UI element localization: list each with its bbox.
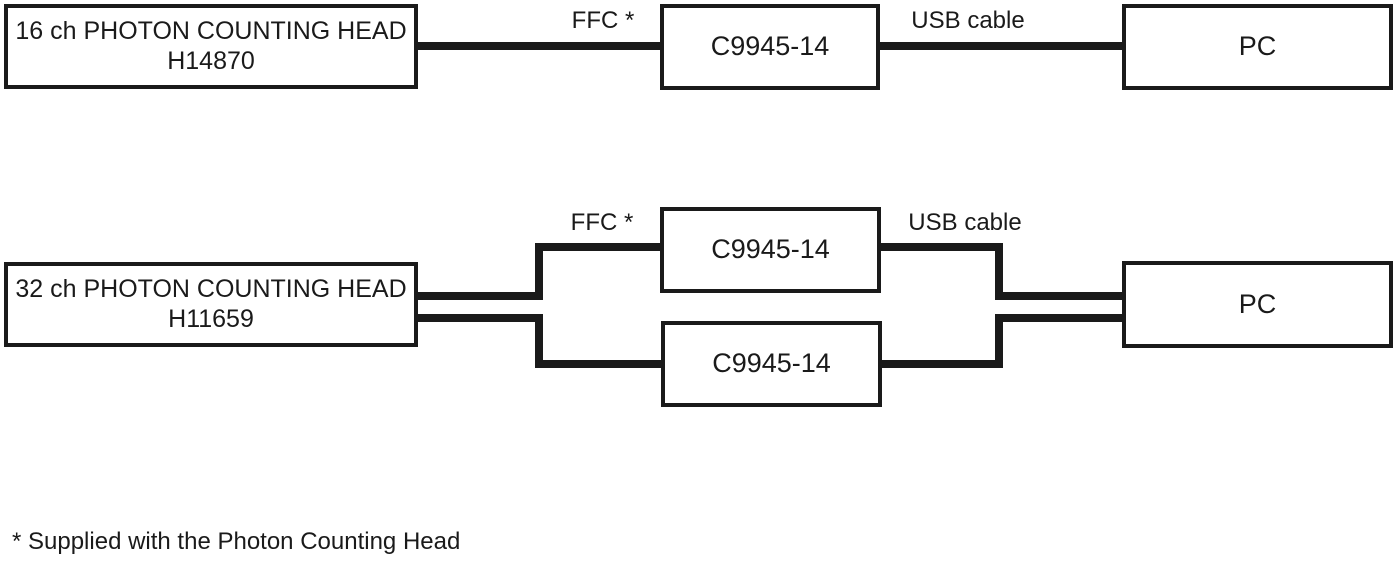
box-c9945-14-row2-lower: C9945-14 [661, 321, 882, 407]
usb-cable-line-upper-riser [995, 243, 1003, 300]
usb-cable-line-upper-out [878, 243, 1003, 251]
box-c9945-14-row2-upper: C9945-14 [660, 207, 881, 293]
c9945-14-row2-lower-label: C9945-14 [712, 348, 831, 379]
ffc-cable-line-upper-riser [535, 243, 543, 300]
c9945-14-row1-label: C9945-14 [710, 31, 830, 62]
ffc-cable-line-32ch-lower-out [416, 314, 543, 322]
ffc-cable-line-32ch-upper-out [416, 292, 543, 300]
pc-row1-label: PC [1238, 31, 1277, 62]
box-photon-counting-head-16ch: 16 ch PHOTON COUNTING HEAD H14870 [4, 4, 418, 89]
box-pc-row2: PC [1122, 261, 1393, 348]
usb-cable-line-row1 [878, 42, 1126, 50]
ffc-cable-line-lower-branch [535, 360, 666, 368]
ffc-cable-label-row1: FFC * [571, 7, 635, 34]
head-16ch-title: 16 ch PHOTON COUNTING HEAD [15, 17, 407, 45]
usb-cable-line-upper-into-pc [995, 292, 1126, 300]
box-c9945-14-row1: C9945-14 [660, 4, 880, 90]
usb-cable-line-lower-out [879, 360, 1003, 368]
footnote: * Supplied with the Photon Counting Head [12, 528, 461, 555]
usb-cable-label-row2: USB cable [908, 209, 1022, 236]
box-photon-counting-head-32ch: 32 ch PHOTON COUNTING HEAD H11659 [4, 262, 418, 347]
usb-cable-label-row1: USB cable [911, 7, 1025, 34]
usb-cable-line-lower-into-pc [995, 314, 1126, 322]
ffc-cable-line-upper-branch [535, 243, 665, 251]
box-pc-row1: PC [1122, 4, 1393, 90]
c9945-14-row2-upper-label: C9945-14 [711, 234, 830, 265]
head-32ch-model: H11659 [168, 304, 254, 333]
ffc-cable-line-row1 [416, 42, 664, 50]
ffc-cable-line-lower-riser [535, 314, 543, 368]
usb-cable-line-lower-riser [995, 314, 1003, 368]
head-16ch-model: H14870 [167, 46, 255, 75]
pc-row2-label: PC [1238, 288, 1277, 319]
ffc-cable-label-row2: FFC * [570, 209, 634, 236]
head-32ch-title: 32 ch PHOTON COUNTING HEAD [15, 275, 407, 303]
